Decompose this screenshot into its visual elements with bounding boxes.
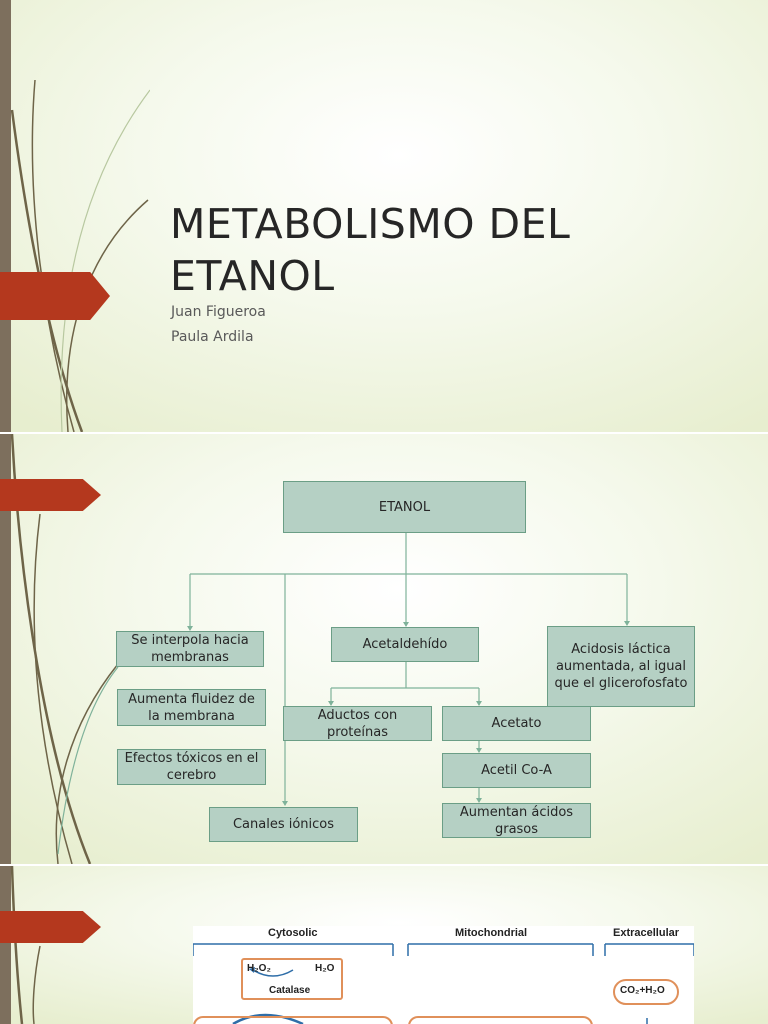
mitochondrial-bottom-box [408, 1016, 593, 1024]
decorative-curves [10, 866, 41, 1024]
node-canales-ionicos: Canales iónicos [209, 807, 358, 842]
diagram-slide[interactable]: ETANOL Se interpola hacia membranas Aume… [0, 434, 768, 864]
slide-sidebar [0, 434, 11, 864]
section-tab [0, 479, 101, 511]
pathway-slide[interactable]: Cytosolic Mitochondrial Extracellular H₂… [0, 866, 768, 1024]
node-aumenta-fluidez: Aumenta fluidez de la membrana [117, 689, 266, 726]
header-mitochondrial: Mitochondrial [455, 927, 528, 939]
node-interpola-membranas: Se interpola hacia membranas [116, 631, 264, 667]
node-acetaldehido: Acetaldehído [331, 627, 479, 662]
label-co2-h2o: CO₂+H₂O [620, 985, 665, 996]
slide-separator [0, 864, 768, 866]
slide-sidebar [0, 0, 11, 432]
co2-h2o-bubble [613, 979, 679, 1005]
node-efectos-toxicos: Efectos tóxicos en el cerebro [117, 749, 266, 785]
label-h2o2: H₂O₂ [247, 963, 271, 974]
slide-separator [0, 432, 768, 434]
catalase-box [241, 958, 343, 1000]
connector-lines [57, 533, 630, 855]
section-tab [0, 911, 101, 943]
decorative-curves [10, 79, 150, 432]
header-cytosolic: Cytosolic [268, 927, 318, 939]
node-acetil-coa: Acetil Co-A [442, 753, 591, 788]
author-name: Juan Figueroa [171, 304, 266, 320]
pathway-figure: Cytosolic Mitochondrial Extracellular H₂… [193, 926, 694, 1024]
node-acidosis-lactica: Acidosis láctica aumentada, al igual que… [547, 626, 695, 707]
node-aductos-proteinas: Aductos con proteínas [283, 706, 432, 741]
node-acetato: Acetato [442, 706, 591, 741]
header-extracellular: Extracellular [613, 927, 680, 939]
pathway-lines [193, 943, 694, 1024]
section-tab [0, 272, 110, 320]
node-etanol: ETANOL [283, 481, 526, 533]
node-acidos-grasos: Aumentan ácidos grasos [442, 803, 591, 838]
author-name: Paula Ardila [171, 329, 254, 345]
cytosolic-bottom-box [193, 1016, 393, 1024]
label-catalase: Catalase [269, 985, 311, 996]
slide-sidebar [0, 866, 11, 1024]
label-h2o: H₂O [315, 963, 335, 974]
